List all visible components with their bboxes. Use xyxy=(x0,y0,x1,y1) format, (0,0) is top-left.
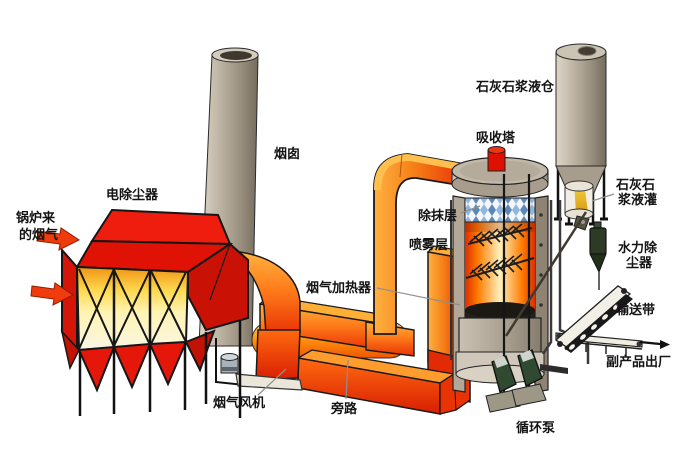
label-boiler-gas-line2: 的烟气 xyxy=(19,227,58,243)
hydraulic-dust-collector xyxy=(589,221,607,290)
chimney-opening xyxy=(220,51,252,60)
silo-top-hatch xyxy=(577,46,597,56)
cyclone-body xyxy=(589,227,607,255)
electrostatic-precipitator xyxy=(60,208,249,418)
fan-plinth xyxy=(235,373,303,391)
label-esp: 电除尘器 xyxy=(106,187,159,203)
heater-leader xyxy=(376,287,461,306)
pump-motor-cap xyxy=(520,350,534,362)
slurry-feed-pipe xyxy=(504,211,588,337)
elbow-drop xyxy=(255,329,301,381)
tower-interior-shade xyxy=(465,222,535,232)
incline-pulley xyxy=(621,288,627,294)
esp-legs xyxy=(78,320,242,418)
silo-body xyxy=(555,51,607,167)
esp-hopper-2 xyxy=(112,342,152,390)
fan-leader xyxy=(257,368,287,396)
flue-gas-arrow-icon xyxy=(30,282,74,306)
label-tank-line1: 石灰石 xyxy=(615,177,655,193)
label-absorber: 吸收塔 xyxy=(476,130,516,146)
pump-motor-cap xyxy=(494,356,508,368)
label-silo: 石灰石浆液仓 xyxy=(475,79,555,95)
spray-header-upper xyxy=(467,223,533,247)
arch-duct-highlight xyxy=(374,154,464,190)
label-gas-heater: 烟气加热器 xyxy=(306,280,372,296)
label-bypass: 旁路 xyxy=(330,401,358,417)
absorber-tower xyxy=(450,146,549,394)
leader-lines xyxy=(257,193,615,400)
cyclone-cone xyxy=(589,253,607,274)
label-demister: 除抹层 xyxy=(418,208,457,224)
byproduct-arrow-icon xyxy=(639,340,670,349)
esp-roof-upper xyxy=(90,208,232,246)
flue-gas-arrow-icon xyxy=(36,227,80,251)
tower-cap-top xyxy=(487,146,506,154)
label-chimney: 烟囱 xyxy=(274,146,300,162)
fan-band xyxy=(221,367,238,371)
esp-hopper-1 xyxy=(77,345,116,393)
arch-duct-flange xyxy=(399,153,403,178)
limestone-slurry-silo xyxy=(554,43,608,226)
esp-transition-facet xyxy=(209,243,231,301)
flue-gas-fan-assembly xyxy=(215,338,303,391)
label-tank-line2: 浆液灌 xyxy=(617,192,657,208)
label-gas-fan: 烟气风机 xyxy=(213,395,265,411)
limestone-slurry-tank xyxy=(564,180,594,231)
demister-leader xyxy=(460,205,481,214)
bypass-leader xyxy=(345,359,349,400)
tower-wall-bolts xyxy=(539,213,543,307)
pipe-base xyxy=(540,364,568,374)
label-spray-layer: 喷雾层 xyxy=(409,237,448,253)
tank-valve-knob xyxy=(581,220,585,224)
incline-pulley xyxy=(557,341,563,347)
label-hydro-line1: 水力除 xyxy=(618,240,658,256)
incline-rail-slots xyxy=(569,304,619,350)
esp-hopper-left xyxy=(60,329,80,371)
label-boiler-gas-line1: 锅炉来 xyxy=(16,210,56,226)
incline-belt xyxy=(554,285,632,349)
label-circulation-pump: 循环泵 xyxy=(516,420,555,436)
label-byproduct: 副产品出厂 xyxy=(606,354,671,370)
label-hydro-line2: 尘器 xyxy=(626,255,653,271)
esp-panel-braces xyxy=(78,268,187,350)
tank-leader xyxy=(591,193,615,202)
tower-slurry-surface xyxy=(465,302,535,318)
esp-outlet-elbow xyxy=(232,251,301,381)
diagram-labels: 锅炉来 的烟气 电除尘器 烟囱 烟气加热器 烟气风机 旁路 除抹层 喷雾层 吸收… xyxy=(16,79,671,436)
label-conveyor: 输送带 xyxy=(616,302,655,318)
pump-base xyxy=(511,383,547,407)
pump-base xyxy=(485,389,521,413)
circulation-pumps xyxy=(485,349,547,413)
tower-demister-band xyxy=(464,197,536,223)
tank-top xyxy=(564,180,594,192)
inclined-conveyor xyxy=(554,285,633,353)
esp-hopper-3 xyxy=(148,340,188,387)
fan-top xyxy=(220,353,239,361)
